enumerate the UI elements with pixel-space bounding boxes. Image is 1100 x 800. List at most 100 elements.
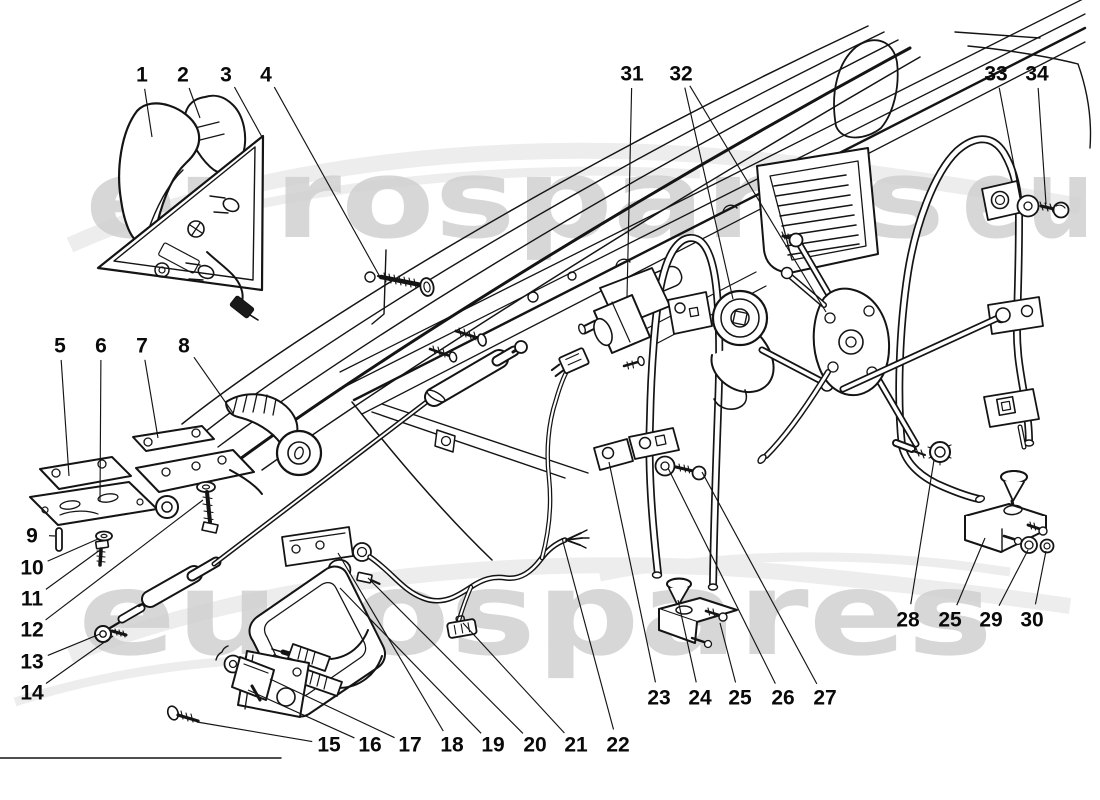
ball-stud-bottom [892, 439, 926, 459]
leader-line-24 [677, 599, 697, 683]
callout-label-10: 10 [20, 557, 43, 580]
callout-label-15: 15 [317, 734, 341, 757]
fork-terminals [565, 532, 583, 546]
leader-line-16 [247, 689, 355, 739]
fasteners [55, 272, 645, 567]
leader-line-20 [367, 577, 524, 734]
hinge-bracket [135, 449, 255, 493]
callout-label-23: 23 [647, 687, 670, 710]
rail-plate [628, 427, 680, 460]
leader-line-3 [233, 86, 263, 138]
callout-label-19: 19 [481, 734, 504, 757]
hinge-shim-plate [39, 456, 132, 490]
callout-label-3: 3 [220, 64, 232, 87]
screw-with-washer [196, 481, 219, 534]
bolt [674, 463, 707, 481]
callout-label-13: 13 [20, 651, 43, 674]
lock-actuator [215, 645, 275, 702]
upper-connector [550, 347, 590, 378]
sector-plate [812, 287, 891, 397]
leader-line-26 [667, 467, 776, 684]
bolt [1039, 201, 1070, 219]
hinge-group [29, 393, 323, 526]
callout-label-8: 8 [178, 335, 190, 358]
callout-label-16: 16 [358, 734, 381, 757]
callout-label-27: 27 [813, 687, 836, 710]
callout-label-34: 34 [1025, 63, 1049, 86]
leader-line-1 [144, 88, 153, 138]
harness-connector [446, 615, 478, 639]
hinge-roller [155, 495, 179, 519]
leader-line-4 [273, 86, 381, 278]
leader-line-15 [196, 721, 313, 743]
leader-line-19 [339, 587, 482, 734]
door-check-rod [94, 340, 528, 643]
callout-label-26: 26 [771, 687, 794, 710]
grommet [352, 542, 372, 562]
callout-label-7: 7 [136, 335, 148, 358]
glass-stop-right [964, 470, 1055, 554]
callout-label-21: 21 [564, 734, 588, 757]
leader-line-31 [626, 87, 633, 298]
callout-label-30: 30 [1020, 609, 1043, 632]
flanged-nut [927, 441, 952, 466]
leader-line-6 [99, 359, 102, 503]
leader-line-22 [561, 537, 615, 730]
bushing [654, 455, 676, 477]
leader-line-29 [998, 549, 1029, 607]
callout-label-28: 28 [896, 609, 920, 632]
leader-line-8 [193, 356, 234, 414]
spade-terminal [356, 571, 381, 585]
lock-actuator-group [166, 565, 386, 723]
callout-label-2: 2 [177, 64, 189, 87]
leader-line-33 [998, 87, 1021, 198]
callout-label-6: 6 [95, 335, 107, 358]
door-vent-louvers [756, 147, 879, 274]
callout-label-25: 25 [938, 609, 962, 632]
callout-label-14: 14 [20, 682, 44, 705]
rail-nut-plate [981, 180, 1024, 221]
callout-label-29: 29 [979, 609, 1002, 632]
leader-line-5 [60, 359, 70, 477]
leader-line-28 [910, 459, 935, 605]
leader-line-11 [45, 549, 101, 590]
nut [1020, 536, 1038, 554]
leader-line-13 [47, 633, 101, 656]
pin [55, 527, 63, 552]
leader-line-34 [1037, 87, 1047, 205]
callout-label-20: 20 [523, 734, 546, 757]
callout-label-24: 24 [688, 687, 712, 710]
leader-line-17 [269, 678, 395, 739]
leader-line-14 [45, 635, 114, 684]
callout-label-18: 18 [440, 734, 464, 757]
callout-label-4: 4 [260, 64, 272, 87]
callout-label-31: 31 [620, 63, 644, 86]
regulator-motor [710, 289, 775, 410]
long-screw [377, 272, 435, 297]
leader-line-21 [462, 622, 565, 734]
leader-line-10 [47, 538, 99, 562]
check-strap-roller [275, 429, 323, 477]
leader-line-27 [701, 471, 818, 685]
leader-line-32 [684, 87, 734, 300]
lock-screw [166, 705, 200, 723]
washer [95, 530, 113, 542]
callout-label-33: 33 [984, 63, 1007, 86]
washer [1016, 194, 1040, 218]
stud-screw-b [428, 345, 458, 363]
leader-line-30 [1034, 550, 1047, 605]
callout-label-32: 32 [669, 63, 692, 86]
callout-label-12: 12 [20, 619, 43, 642]
leader-line-23 [608, 461, 657, 683]
leader-line-18 [337, 552, 444, 732]
hinge-strap [132, 425, 215, 452]
callout-label-9: 9 [26, 525, 38, 548]
mirror-group [96, 94, 265, 321]
callout-label-22: 22 [606, 734, 629, 757]
callout-label-17: 17 [398, 734, 421, 757]
door-frame [181, 0, 1092, 561]
stud-screw-c [622, 355, 645, 370]
